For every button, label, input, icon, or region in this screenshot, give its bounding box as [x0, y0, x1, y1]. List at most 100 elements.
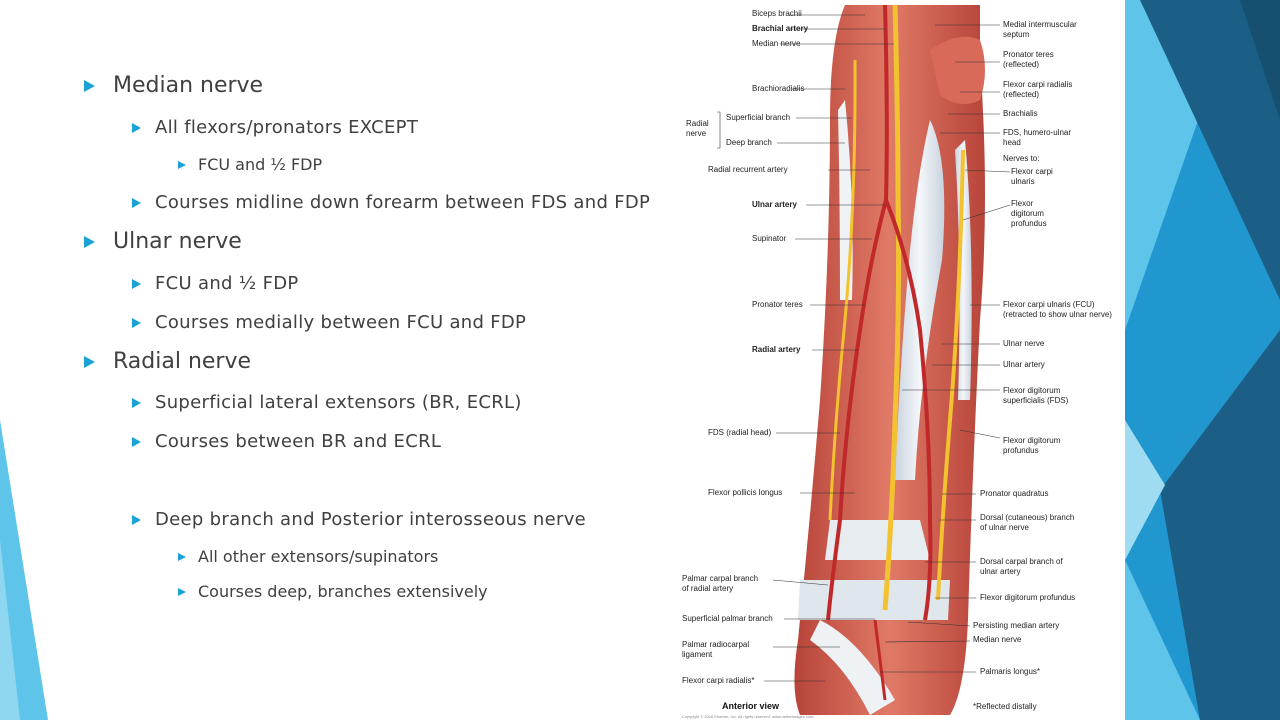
label-fdp: Flexor digitorum	[1003, 436, 1061, 445]
bullet-arrow-icon	[132, 436, 141, 447]
figure-copyright: Copyright © 2016 Elsevier, Inc. All righ…	[682, 714, 814, 719]
bullet-sub-sub: Courses deep, branches extensively	[178, 582, 488, 601]
bullet-text: Courses midline down forearm between FDS…	[155, 192, 651, 213]
bullet-text: All other extensors/supinators	[198, 547, 439, 566]
bullet-sub: Courses midline down forearm between FDS…	[132, 192, 650, 213]
bullet-arrow-icon	[178, 160, 186, 169]
label-pronator-teres-reflected: Pronator teres	[1003, 50, 1054, 59]
label-pronator-teres: Pronator teres	[752, 300, 803, 309]
label-biceps-brachii: Biceps brachii	[752, 9, 802, 18]
label-digitorum: digitorum	[1011, 209, 1044, 218]
bullet-text: Ulnar nerve	[113, 229, 242, 254]
label-of-radial-artery: of radial artery	[682, 584, 734, 593]
label-brachial-artery: Brachial artery	[752, 24, 809, 33]
label-flexor-pollicis-longus: Flexor pollicis longus	[708, 488, 783, 497]
bullet-arrow-icon	[178, 587, 186, 596]
bullet-text: FCU and ½ FDP	[198, 155, 323, 174]
label-flexor-carpi-radialis: Flexor carpi radialis*	[682, 676, 755, 685]
label-radial: Radial	[686, 119, 709, 128]
label-median-nerve: Median nerve	[752, 39, 801, 48]
bullet-text: Superficial lateral extensors (BR, ECRL)	[155, 392, 522, 413]
bullet-arrow-icon	[132, 122, 141, 133]
label-brachioradialis: Brachioradialis	[752, 84, 805, 93]
bullet-arrow-icon	[84, 235, 95, 248]
bullet-sub: FCU and ½ FDP	[132, 273, 299, 294]
label-flexor-carpi: Flexor carpi	[1011, 167, 1053, 176]
label-persisting-median-artery: Persisting median artery	[973, 621, 1060, 630]
label-head: head	[1003, 138, 1021, 147]
label-reflected: (reflected)	[1003, 60, 1040, 69]
label-ulnar-artery-sub: ulnar artery	[980, 567, 1021, 576]
bullet-text: All flexors/pronators EXCEPT	[155, 117, 419, 138]
label-fdp-sub: profundus	[1003, 446, 1039, 455]
bullet-arrow-icon	[132, 514, 141, 525]
bullet-text: Courses between BR and ECRL	[155, 431, 442, 452]
bullet-arrow-icon	[132, 197, 141, 208]
label-palmar-radiocarpal: Palmar radiocarpal	[682, 640, 750, 649]
bullet-arrow-icon	[84, 79, 95, 92]
bullet-text: Courses deep, branches extensively	[198, 582, 488, 601]
label-dorsal-carpal-branch: Dorsal carpal branch of	[980, 557, 1063, 566]
bullet-text: Courses medially between FCU and FDP	[155, 312, 527, 333]
bullet-arrow-icon	[132, 397, 141, 408]
bullet-sub: Courses medially between FCU and FDP	[132, 312, 526, 333]
label-of-ulnar-nerve: of ulnar nerve	[980, 523, 1029, 532]
label-nerves-to: Nerves to:	[1003, 154, 1040, 163]
bullet-text: Deep branch and Posterior interosseous n…	[155, 509, 587, 530]
bullet-median-nerve: Median nerve	[84, 73, 263, 98]
label-radial-recurrent-artery: Radial recurrent artery	[708, 165, 788, 174]
bullet-text: FCU and ½ FDP	[155, 273, 299, 294]
label-fds: Flexor digitorum	[1003, 386, 1061, 395]
bullet-sub-sub: All other extensors/supinators	[178, 547, 438, 566]
forearm-anatomy-figure: Biceps brachii Brachial artery Median ne…	[680, 0, 1125, 720]
bullet-list: Median nerve All flexors/pronators EXCEP…	[84, 73, 650, 601]
label-palmar-carpal-branch: Palmar carpal branch	[682, 574, 759, 583]
label-ulnar-nerve: Ulnar nerve	[1003, 339, 1045, 348]
label-radial-artery: Radial artery	[752, 345, 801, 354]
label-dorsal-cutaneous-branch: Dorsal (cutaneous) branch	[980, 513, 1075, 522]
label-septum: septum	[1003, 30, 1030, 39]
label-profundus: profundus	[1011, 219, 1047, 228]
bullet-sub-sub: FCU and ½ FDP	[178, 155, 322, 174]
label-superficial-palmar-branch: Superficial palmar branch	[682, 614, 773, 623]
bullet-ulnar-nerve: Ulnar nerve	[84, 229, 242, 254]
label-fds-sub: superficialis (FDS)	[1003, 396, 1069, 405]
label-fdp-wrist: Flexor digitorum profundus	[980, 593, 1076, 602]
label-deep-branch: Deep branch	[726, 138, 772, 147]
bullet-arrow-icon	[132, 278, 141, 289]
bullet-arrow-icon	[84, 355, 95, 368]
label-medial-intermuscular: Medial intermuscular	[1003, 20, 1077, 29]
label-brachialis: Brachialis	[1003, 109, 1038, 118]
label-supinator: Supinator	[752, 234, 787, 243]
figure-caption: Anterior view	[722, 701, 780, 711]
label-flexor: Flexor	[1011, 199, 1034, 208]
label-ulnar-artery-right: Ulnar artery	[1003, 360, 1045, 369]
label-fds-radial-head: FDS (radial head)	[708, 428, 772, 437]
bullet-sub: Superficial lateral extensors (BR, ECRL)	[132, 392, 522, 413]
label-reflected: (reflected)	[1003, 90, 1040, 99]
forearm-illustration	[717, 4, 1011, 715]
bullet-arrow-icon	[178, 552, 186, 561]
label-palmaris-longus: Palmaris longus*	[980, 667, 1041, 676]
label-pronator-quadratus: Pronator quadratus	[980, 489, 1049, 498]
label-ligament: ligament	[682, 650, 713, 659]
bullet-sub: All flexors/pronators EXCEPT	[132, 117, 418, 138]
bullet-text: Radial nerve	[113, 349, 252, 374]
label-ulnaris: ulnaris	[1011, 177, 1035, 186]
bullet-text: Median nerve	[113, 73, 264, 98]
label-superficial-branch: Superficial branch	[726, 113, 791, 122]
label-median-nerve-wrist: Median nerve	[973, 635, 1022, 644]
bullet-arrow-icon	[132, 317, 141, 328]
bullet-radial-nerve: Radial nerve	[84, 349, 251, 374]
label-fcr-reflected: Flexor carpi radialis	[1003, 80, 1073, 89]
label-fcu: Flexor carpi ulnaris (FCU)	[1003, 300, 1095, 309]
bullet-sub: Courses between BR and ECRL	[132, 431, 441, 452]
label-ulnar-artery: Ulnar artery	[752, 200, 797, 209]
label-fcu-retracted: (retracted to show ulnar nerve)	[1003, 310, 1112, 319]
label-fds-humero-ulnar: FDS, humero-ulnar	[1003, 128, 1072, 137]
figure-footnote: *Reflected distally	[973, 702, 1037, 711]
label-nerve: nerve	[686, 129, 707, 138]
bullet-sub: Deep branch and Posterior interosseous n…	[132, 509, 586, 530]
